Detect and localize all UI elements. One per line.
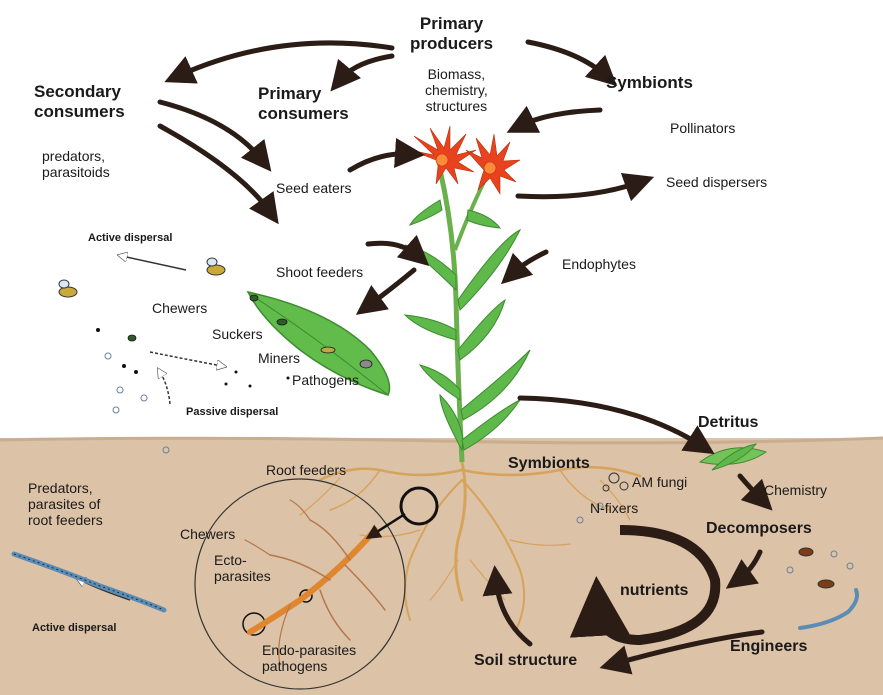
label-ectoparasites: Ecto- parasites	[214, 552, 271, 584]
label-am-fungi: AM fungi	[632, 474, 687, 490]
label-endoparasites-pathogens: Endo-parasites pathogens	[262, 642, 356, 674]
label-active-dispersal-soil: Active dispersal	[32, 622, 116, 635]
label-chewers-soil: Chewers	[180, 526, 235, 542]
label-seed-eaters: Seed eaters	[276, 180, 352, 196]
label-secondary-consumers: Secondary consumers	[34, 82, 125, 121]
label-predators-parasitoids: predators, parasitoids	[42, 148, 110, 180]
label-miners: Miners	[258, 350, 300, 366]
label-soil-structure: Soil structure	[474, 652, 577, 670]
label-primary-producers: Primary producers	[410, 14, 493, 53]
label-chewers-top: Chewers	[152, 300, 207, 316]
label-shoot-feeders: Shoot feeders	[276, 264, 363, 280]
flower-right	[466, 134, 520, 194]
label-pathogens: Pathogens	[292, 372, 359, 388]
plant-leaves	[405, 200, 530, 450]
label-predators-root-feeders: Predators, parasites of root feeders	[28, 480, 103, 528]
label-seed-dispersers: Seed dispersers	[666, 174, 767, 190]
label-pollinators: Pollinators	[670, 120, 735, 136]
label-chemistry: Chemistry	[764, 482, 827, 498]
label-n-fixers: N-fixers	[590, 500, 638, 516]
label-symbionts-soil: Symbionts	[508, 455, 590, 473]
label-nutrients: nutrients	[620, 582, 688, 600]
label-symbionts-top: Symbionts	[606, 73, 693, 93]
label-detritus: Detritus	[698, 414, 758, 432]
label-engineers: Engineers	[730, 638, 807, 656]
label-decomposers: Decomposers	[706, 520, 812, 538]
label-primary-consumers: Primary consumers	[258, 84, 349, 123]
label-endophytes: Endophytes	[562, 256, 636, 272]
label-passive-dispersal: Passive dispersal	[186, 406, 278, 419]
label-root-feeders: Root feeders	[266, 462, 346, 478]
label-active-dispersal-top: Active dispersal	[88, 232, 172, 245]
label-biomass: Biomass, chemistry, structures	[425, 66, 488, 114]
label-suckers: Suckers	[212, 326, 263, 342]
